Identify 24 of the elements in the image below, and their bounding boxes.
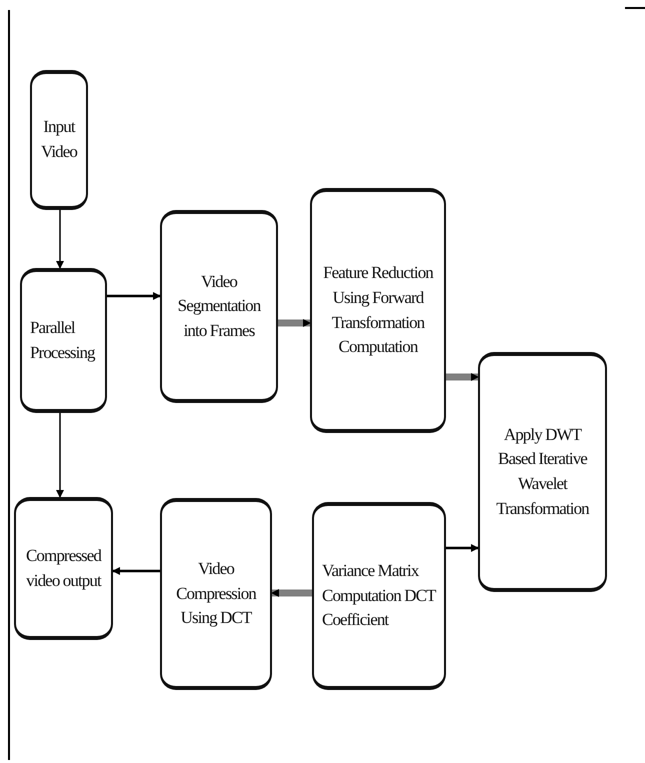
process-box xyxy=(14,497,113,640)
process-box xyxy=(310,188,446,433)
process-box xyxy=(160,210,278,403)
box-label: Video Segmentation into Frames xyxy=(176,270,262,342)
process-box xyxy=(160,498,272,690)
arrow xyxy=(56,413,64,498)
arrow xyxy=(56,210,64,269)
process-box xyxy=(20,268,107,413)
box-label: Input Video xyxy=(40,116,78,163)
process-box xyxy=(30,70,88,210)
arrow xyxy=(271,589,312,597)
arrow xyxy=(446,373,479,381)
box-label: Compressed video output xyxy=(24,544,103,592)
box-label: Feature Reduction Using Forward Transformation Computation xyxy=(322,262,434,358)
box-label: Variance Matrix Computation DCT Coefficient xyxy=(322,560,436,632)
box-label: Apply DWT Based Iterative Wavelet Transformation xyxy=(495,424,590,520)
arrow xyxy=(446,544,479,552)
arrow xyxy=(278,319,311,327)
arrow xyxy=(112,567,160,575)
process-box xyxy=(478,352,607,592)
box-label: Video Compression Using DCT xyxy=(175,558,258,630)
box-label: Parallel Processing xyxy=(30,316,96,364)
arrow xyxy=(107,292,161,300)
process-box xyxy=(312,502,446,690)
